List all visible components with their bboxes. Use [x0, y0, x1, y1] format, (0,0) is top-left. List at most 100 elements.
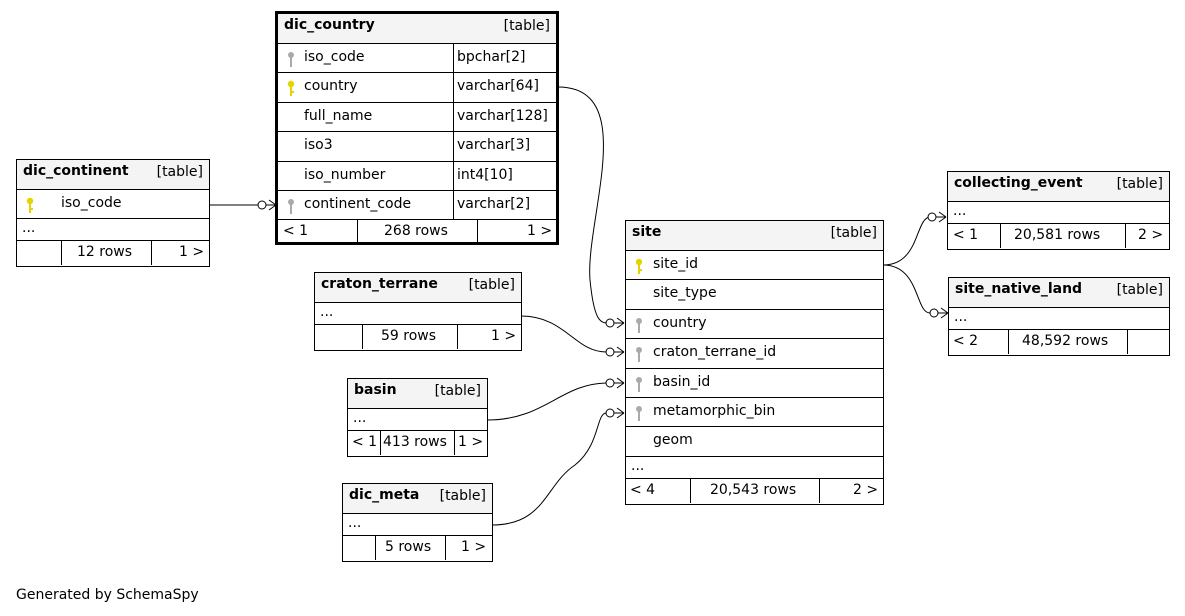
table-dic-meta[interactable]: dic_meta [table] ... 5 rows 1 >: [342, 483, 493, 562]
more-columns: ...: [626, 457, 883, 479]
crowsfoot-marker: [605, 317, 625, 329]
link-country-site: [557, 86, 609, 324]
column-name: iso_code: [61, 195, 122, 211]
column-type: int4[10]: [457, 166, 513, 183]
children-count[interactable]: 1 >: [527, 223, 553, 240]
children-count[interactable]: 1 >: [491, 328, 517, 344]
column-row: geom: [626, 427, 883, 457]
link-craton-site: [520, 315, 607, 353]
table-name: dic_meta: [349, 487, 420, 503]
crowsfoot-marker: [605, 407, 625, 419]
row-count: 413 rows: [383, 434, 447, 450]
column-name: iso_code: [304, 49, 365, 65]
table-header: site [table]: [626, 221, 883, 251]
row-count: 5 rows: [385, 539, 432, 555]
column-type: varchar[2]: [457, 195, 531, 212]
crowsfoot-marker: [927, 211, 947, 223]
table-site-native-land[interactable]: site_native_land [table] ... < 2 48,592 …: [948, 277, 1170, 356]
parents-count[interactable]: < 1: [953, 227, 979, 243]
column-type: varchar[3]: [457, 137, 531, 154]
parents-count[interactable]: < 1: [283, 223, 309, 240]
children-count[interactable]: 1 >: [458, 434, 484, 450]
primary-key-icon: [26, 197, 34, 213]
table-kind: [table]: [434, 383, 481, 399]
table-footer: < 4 20,543 rows 2 >: [626, 478, 883, 503]
column-row: iso_code: [17, 190, 209, 220]
table-footer: < 2 48,592 rows: [949, 330, 1169, 354]
column-row: full_name varchar[128]: [278, 102, 556, 133]
parents-count[interactable]: < 4: [630, 481, 656, 498]
column-type: varchar[64]: [457, 78, 539, 95]
column-row: metamorphic_bin: [626, 398, 883, 428]
crowsfoot-marker: [605, 377, 625, 389]
table-craton-terrane[interactable]: craton_terrane [table] ... 59 rows 1 >: [314, 272, 522, 351]
link-site-nativeland: [882, 264, 931, 314]
table-kind: [table]: [830, 225, 877, 241]
column-row: country varchar[64]: [278, 73, 556, 103]
table-kind: [table]: [156, 164, 203, 180]
crowsfoot-marker: [929, 307, 949, 319]
table-footer: 59 rows 1 >: [315, 325, 521, 349]
column-row: continent_code varchar[2]: [278, 190, 556, 221]
table-kind: [table]: [468, 277, 515, 293]
column-name: iso_number: [304, 166, 386, 183]
column-row: iso_code bpchar[2]: [278, 44, 556, 74]
row-count: 59 rows: [381, 328, 437, 344]
table-basin[interactable]: basin [table] ... < 1 413 rows 1 >: [347, 378, 488, 457]
more-columns: ...: [949, 308, 1169, 330]
table-footer: < 1 20,581 rows 2 >: [948, 224, 1169, 248]
children-count[interactable]: 1 >: [461, 539, 487, 555]
table-name: dic_country: [284, 17, 375, 33]
table-site[interactable]: site [table] site_id site_type country c…: [625, 220, 884, 505]
table-name: collecting_event: [954, 175, 1083, 191]
crowsfoot-marker: [257, 199, 277, 211]
crowsfoot-marker: [605, 346, 625, 358]
table-name: site_native_land: [955, 281, 1083, 297]
column-name: continent_code: [304, 195, 412, 212]
table-header: dic_country [table]: [278, 14, 556, 44]
column-row: site_id: [626, 251, 883, 281]
table-dic-continent[interactable]: dic_continent [table] iso_code ... 12 ro…: [16, 159, 210, 267]
table-header: site_native_land [table]: [949, 278, 1169, 308]
table-kind: [table]: [439, 488, 486, 504]
table-collecting-event[interactable]: collecting_event [table] ... < 1 20,581 …: [947, 171, 1170, 250]
link-site-collecting: [882, 216, 931, 266]
table-kind: [table]: [503, 18, 550, 34]
row-count: 20,543 rows: [710, 481, 797, 498]
generated-by-credit: Generated by SchemaSpy: [16, 587, 199, 603]
foreign-key-icon: [636, 347, 642, 363]
children-count[interactable]: 2 >: [1138, 227, 1164, 243]
column-name: country: [653, 314, 707, 331]
table-dic-country[interactable]: dic_country [table] iso_code bpchar[2] c…: [275, 11, 559, 245]
table-header: basin [table]: [348, 379, 487, 409]
column-row: basin_id: [626, 369, 883, 398]
table-header: dic_continent [table]: [17, 160, 209, 190]
table-name: basin: [354, 382, 397, 398]
column-name: iso3: [304, 137, 333, 154]
table-kind: [table]: [1116, 176, 1163, 192]
parents-count[interactable]: < 2: [953, 333, 979, 349]
column-type: varchar[128]: [457, 107, 548, 124]
table-footer: 12 rows 1 >: [17, 241, 209, 266]
column-name: basin_id: [653, 373, 711, 390]
column-name: craton_terrane_id: [653, 344, 777, 361]
foreign-key-icon: [636, 376, 642, 392]
row-count: 268 rows: [384, 223, 448, 240]
link-basin-site: [486, 382, 607, 421]
parents-count[interactable]: < 1: [352, 434, 378, 450]
column-row: craton_terrane_id: [626, 339, 883, 369]
children-count[interactable]: 1 >: [179, 244, 205, 261]
column-row: iso_number int4[10]: [278, 161, 556, 191]
foreign-key-icon: [288, 52, 294, 67]
table-kind: [table]: [1116, 282, 1163, 298]
row-count: 12 rows: [77, 244, 133, 261]
primary-key-icon: [287, 81, 295, 97]
children-count[interactable]: 2 >: [853, 481, 879, 498]
more-columns: ...: [17, 219, 209, 242]
column-row: country: [626, 310, 883, 340]
table-name: site: [632, 224, 662, 240]
more-columns: ...: [343, 514, 492, 536]
column-name: country: [304, 78, 358, 95]
column-name: geom: [653, 432, 693, 449]
